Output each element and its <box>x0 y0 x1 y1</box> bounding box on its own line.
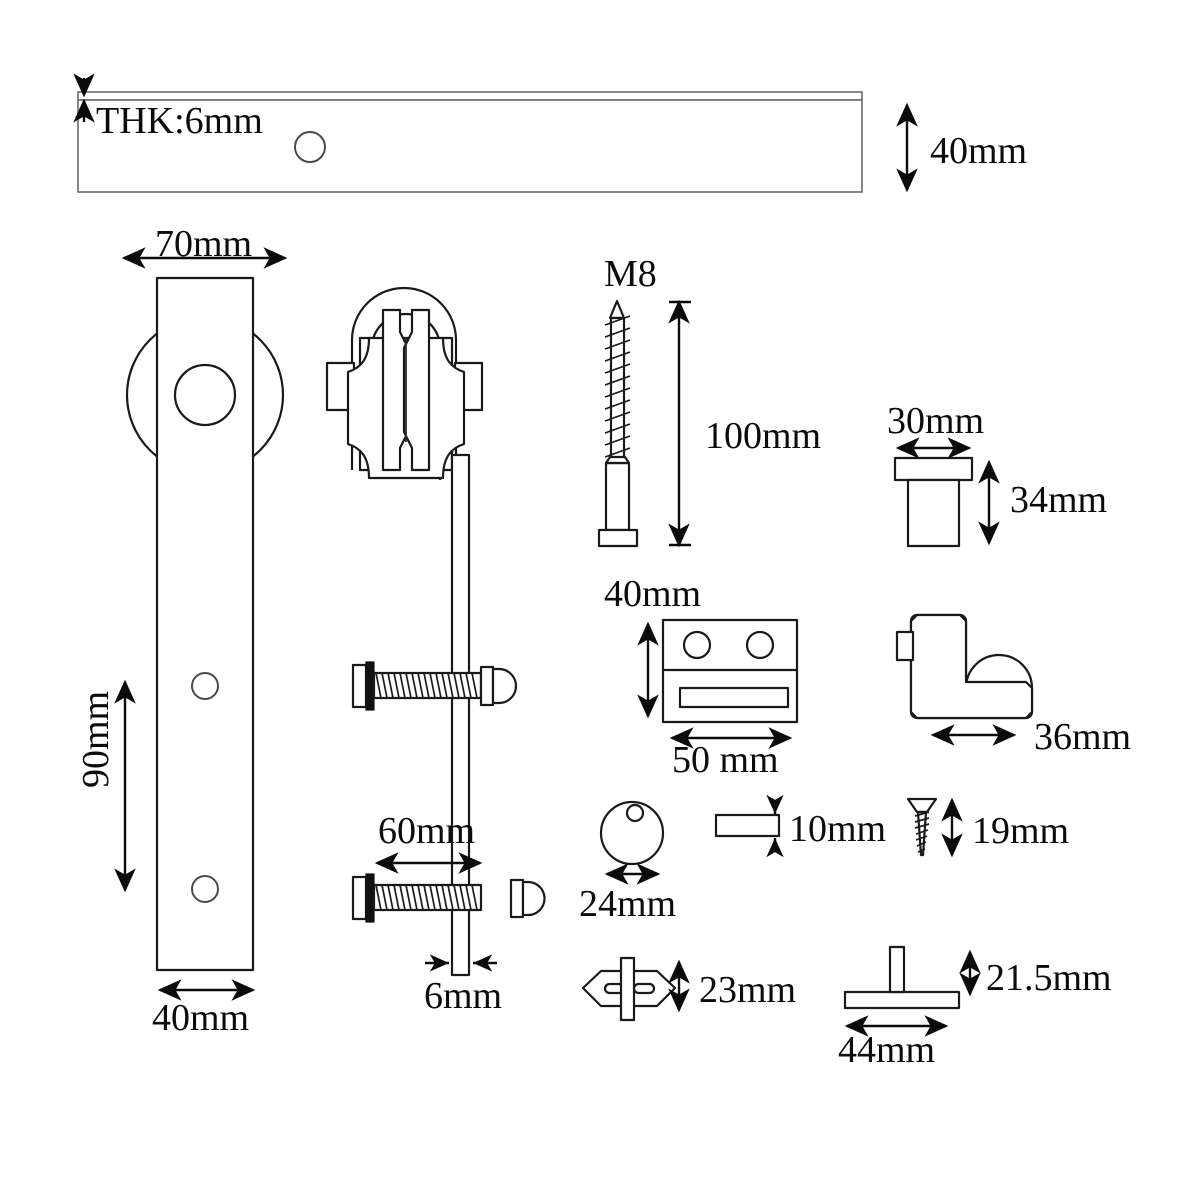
floor-plate-slot-right <box>632 982 656 995</box>
part-lag-screw <box>597 299 691 548</box>
flat-bar-body <box>714 813 781 838</box>
anti-jump-tab <box>895 630 915 662</box>
wood-screw-core <box>916 810 928 857</box>
lag-screw-core <box>609 316 626 460</box>
label-strap-hole-spacing: 90mm <box>75 691 117 788</box>
upper-acorn-nut <box>491 667 518 705</box>
label-spacer-height: 34mm <box>1010 479 1107 521</box>
floor-plate-fin <box>619 956 636 1022</box>
lower-nut-collar <box>509 878 525 919</box>
part-wood-screw <box>906 797 963 858</box>
part-lower-bolt <box>351 852 546 923</box>
rail-mounting-hole <box>294 131 326 163</box>
rail-body <box>77 99 863 193</box>
upper-nut-collar <box>479 665 495 707</box>
anti-jump-body <box>909 613 1034 720</box>
part-anti-jump-bracket <box>895 613 1034 746</box>
upper-bolt-head <box>351 663 368 709</box>
spacer-body <box>906 478 961 548</box>
label-spacer-diameter: 30mm <box>887 400 984 442</box>
label-strap-width-top: 70mm <box>155 223 252 265</box>
part-washer-disc <box>599 800 665 885</box>
floor-guide-hole-left <box>682 630 712 660</box>
upper-bolt-threads <box>375 672 478 699</box>
floor-guide-slot <box>678 686 790 709</box>
carriage-rod-body <box>450 453 471 977</box>
lag-screw-shoulder <box>604 455 631 465</box>
lag-screw-shank <box>604 461 631 532</box>
lower-bolt-head <box>351 875 368 921</box>
label-washer-diameter: 24mm <box>579 883 676 925</box>
label-floor-plate-height: 23mm <box>699 969 796 1011</box>
strap-hole-lower <box>191 875 219 903</box>
lower-acorn-nut <box>521 880 546 917</box>
part-floor-plate <box>581 956 690 1022</box>
lag-screw-flange-head <box>597 528 639 548</box>
part-tee-guide <box>843 945 981 1037</box>
label-rod-thickness: 6mm <box>424 975 502 1017</box>
strap-hole-upper <box>191 672 219 700</box>
strap-axle-hole <box>173 363 237 427</box>
label-thickness: THK:6mm <box>96 100 263 142</box>
label-tee-base-width: 44mm <box>838 1029 935 1071</box>
rail-top-strip <box>77 91 863 101</box>
wood-screw-threads <box>914 811 930 853</box>
label-screw-length: 100mm <box>705 415 821 457</box>
label-guide-height: 40mm <box>604 573 701 615</box>
tee-guide-base <box>843 990 961 1010</box>
label-bar-thickness: 10mm <box>789 808 886 850</box>
part-roller-pulley <box>325 286 484 480</box>
part-floor-guide <box>637 618 799 749</box>
label-bolt-length: 60mm <box>378 810 475 852</box>
label-tee-fin-height: 21.5mm <box>986 957 1112 999</box>
lower-bolt-threads <box>375 884 478 911</box>
lag-screw-tip <box>608 299 626 320</box>
label-anti-jump-width: 36mm <box>1034 716 1131 758</box>
pulley-groove-flange-right <box>402 308 431 472</box>
label-small-screw-length: 19mm <box>972 810 1069 852</box>
washer-disc-hole <box>625 803 645 823</box>
lower-bolt-washer <box>365 873 375 923</box>
part-rail <box>73 73 918 193</box>
floor-guide-hole-right <box>745 630 775 660</box>
part-flat-bar <box>714 794 784 858</box>
spacer-cap <box>893 456 974 482</box>
part-upper-bolt <box>351 661 518 711</box>
part-carriage-rod <box>425 453 497 977</box>
lag-screw-threads <box>604 315 631 458</box>
label-guide-width: 50 mm <box>672 739 779 781</box>
wood-screw-head <box>906 797 938 814</box>
label-rail-height: 40mm <box>930 130 1027 172</box>
upper-bolt-washer <box>365 661 375 711</box>
label-strap-width-bottom: 40mm <box>152 997 249 1039</box>
label-screw-spec: M8 <box>604 253 657 295</box>
part-hanger-strap <box>114 247 288 1001</box>
tee-guide-fin <box>888 945 906 994</box>
part-spacer <box>893 437 1000 548</box>
